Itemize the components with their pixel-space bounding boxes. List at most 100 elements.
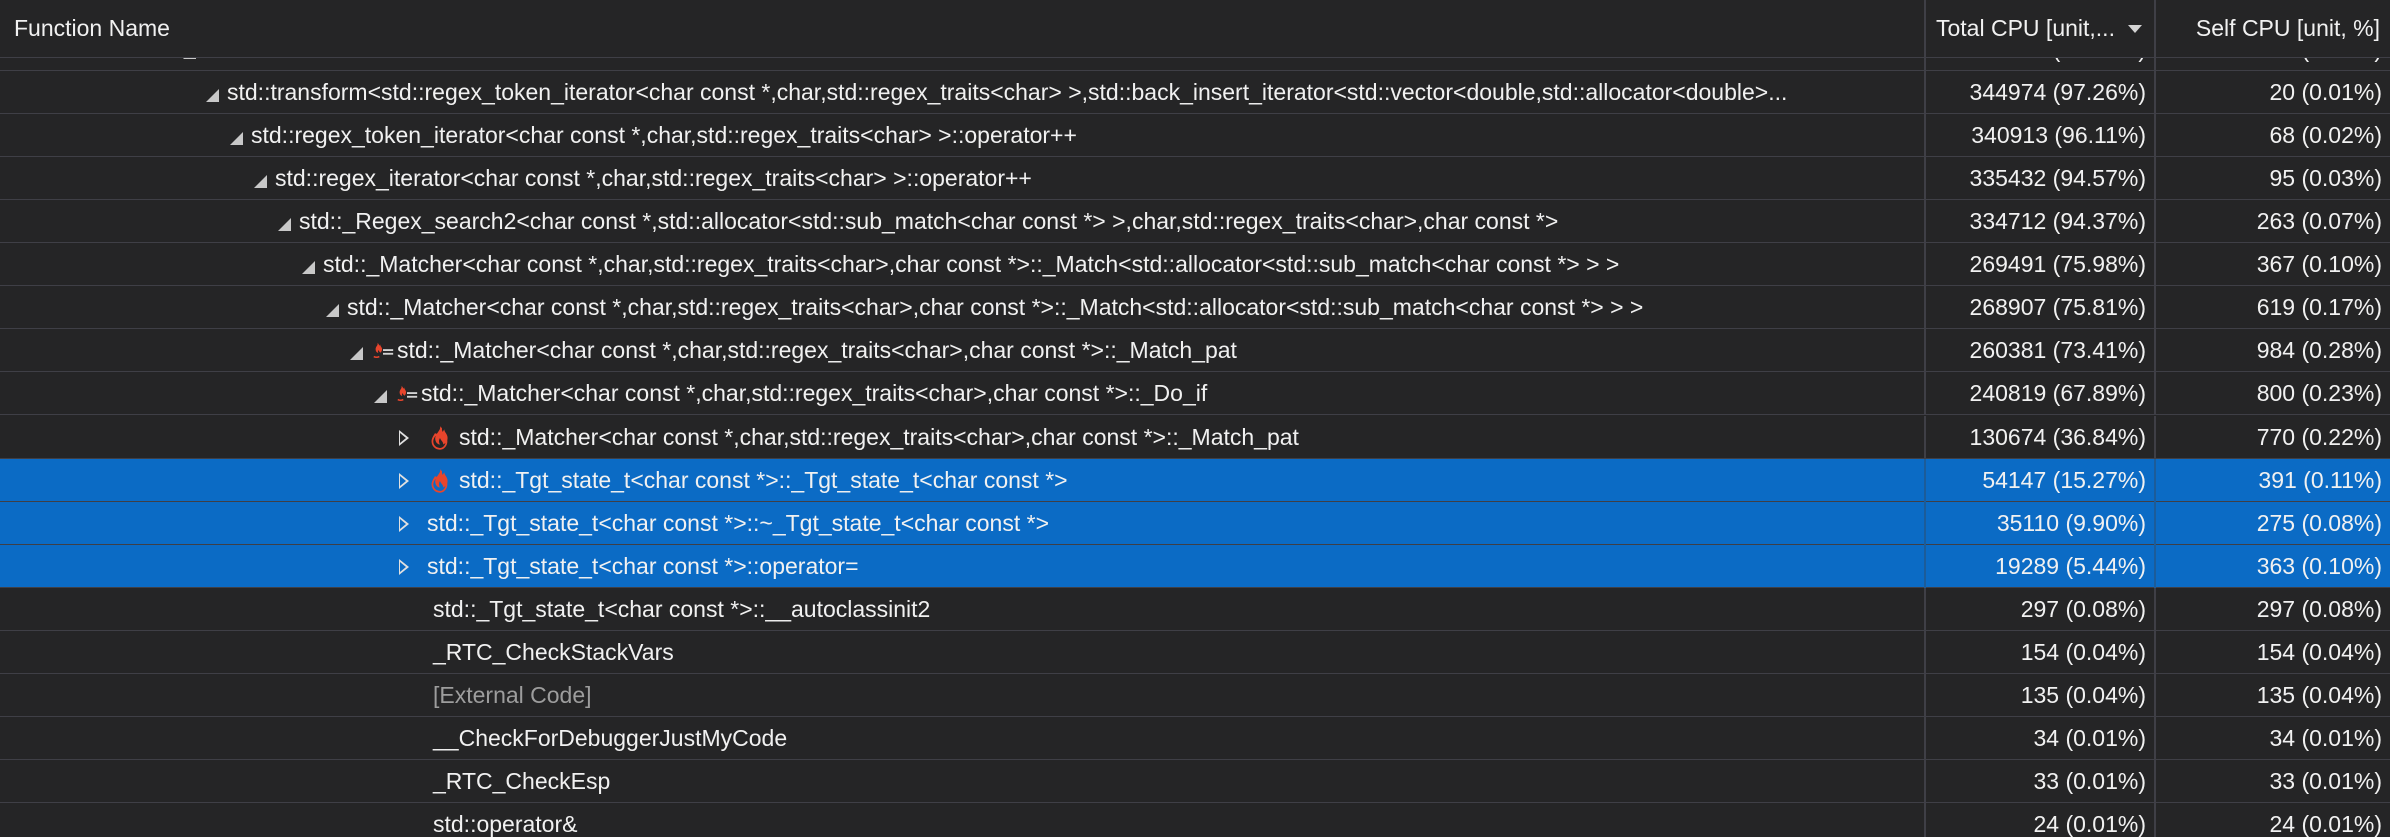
table-row[interactable]: std::_Regex_search2<char const *,std::al…	[0, 200, 2390, 243]
total-cpu-cell: 54147 (15.27%)	[1926, 459, 2156, 502]
function-name-label: std::_Regex_search2<char const *,std::al…	[299, 208, 1559, 234]
self-cpu-cell: 68 (0.02%)	[2269, 122, 2382, 148]
function-name-cell[interactable]: std::_Tgt_state_t<char const *>::~_Tgt_s…	[0, 502, 1926, 545]
hot-path-arrow-icon	[395, 383, 419, 405]
function-name-cell[interactable]: std::regex_token_iterator<char const *,c…	[0, 114, 1926, 157]
total-cpu-cell: 33 (0.01%)	[1926, 760, 2156, 803]
function-name-cell[interactable]: std::_Regex_search2<char const *,std::al…	[0, 200, 1926, 243]
total-cpu-cell: 269491 (75.98%)	[1926, 243, 2156, 286]
function-name-cell[interactable]: std::_Tgt_state_t<char const *>::__autoc…	[0, 588, 1926, 631]
function-name-label: std::regex_token_iterator<char const *,c…	[251, 122, 1077, 148]
expanded-triangle-icon[interactable]	[225, 125, 247, 147]
table-row[interactable]: std::_Matcher<char const *,char,std::reg…	[0, 329, 2390, 372]
column-header-self-cpu[interactable]: Self CPU [unit, %]	[2156, 0, 2390, 57]
total-cpu-cell: 260381 (73.41%)	[1926, 329, 2156, 372]
function-name-cell[interactable]: std::operator&	[0, 803, 1926, 837]
function-name-content: std::operator&	[433, 803, 577, 837]
table-row[interactable]: std::_Tgt_state_t<char const *>::operato…	[0, 545, 2390, 588]
self-cpu-cell: 619 (0.17%)	[2256, 294, 2382, 320]
function-name-cell[interactable]: std::_Matcher<char const *,char,std::reg…	[0, 329, 1926, 372]
total-cpu-cell: 240819 (67.89%)	[1926, 372, 2156, 415]
total-cpu-cell: 34 (0.01%)	[1926, 717, 2156, 760]
function-name-content: [External Code]	[433, 674, 592, 717]
total-cpu-cell: 297 (0.08%)	[1926, 588, 2156, 631]
total-cpu-cell: 334712 (94.37%)	[1926, 200, 2156, 243]
expander-glyph	[325, 304, 339, 317]
column-header-function-name-label: Function Name	[14, 15, 170, 41]
function-name-content: std::_Tgt_state_t<char const *>::~_Tgt_s…	[393, 502, 1049, 545]
expander-glyph	[373, 390, 387, 403]
collapsed-triangle-icon[interactable]	[393, 427, 415, 449]
function-name-cell[interactable]: std::_Tgt_state_t<char const *>::_Tgt_st…	[0, 459, 1926, 502]
function-name-label: std::operator&	[433, 811, 578, 837]
function-name-cell[interactable]: _RTC_CheckEsp	[0, 760, 1926, 803]
function-name-content: std::_Tgt_state_t<char const *>::_Tgt_st…	[393, 459, 1068, 502]
function-name-label: std::_Matcher<char const *,char,std::reg…	[459, 424, 1299, 450]
self-cpu-cell: 391 (0.11%)	[2258, 467, 2382, 493]
self-cpu-cell: 24 (0.01%)	[2269, 811, 2382, 837]
function-name-cell[interactable]: std::_Matcher<char const *,char,std::reg…	[0, 286, 1926, 329]
function-name-label: __CheckForDebuggerJustMyCode	[433, 725, 788, 751]
self-cpu-cell: 135 (0.04%)	[2256, 682, 2382, 708]
call-tree-body: CGArchiveReader::ReadTSVFile353849 (99.7…	[0, 38, 2390, 837]
expanded-triangle-icon[interactable]	[249, 168, 271, 190]
total-cpu-cell: 130674 (36.84%)	[1926, 416, 2156, 459]
function-name-cell[interactable]: std::_Matcher<char const *,char,std::reg…	[0, 372, 1926, 415]
expanded-triangle-icon[interactable]	[321, 297, 343, 319]
self-cpu-cell: 297 (0.08%)	[2256, 596, 2382, 622]
function-name-cell[interactable]: std::regex_iterator<char const *,char,st…	[0, 157, 1926, 200]
function-name-label: [External Code]	[433, 682, 592, 708]
table-row[interactable]: std::operator&24 (0.01%)24 (0.01%)	[0, 803, 2390, 837]
table-row[interactable]: std::regex_iterator<char const *,char,st…	[0, 157, 2390, 200]
self-cpu-cell: 363 (0.10%)	[2256, 553, 2382, 579]
column-header-function-name[interactable]: Function Name	[0, 0, 1926, 57]
self-cpu-cell: 33 (0.01%)	[2269, 768, 2382, 794]
function-name-cell[interactable]: std::_Matcher<char const *,char,std::reg…	[0, 416, 1926, 459]
function-name-label: std::_Tgt_state_t<char const *>::__autoc…	[433, 596, 931, 622]
function-name-label: std::_Tgt_state_t<char const *>::operato…	[427, 553, 859, 579]
column-header-self-cpu-label: Self CPU [unit, %]	[2195, 15, 2380, 41]
expander-glyph	[253, 175, 267, 188]
function-name-content: std::regex_iterator<char const *,char,st…	[249, 157, 1032, 200]
table-row[interactable]: std::_Tgt_state_t<char const *>::__autoc…	[0, 588, 2390, 631]
self-cpu-cell: 367 (0.10%)	[2256, 251, 2382, 277]
table-row[interactable]: std::_Matcher<char const *,char,std::reg…	[0, 416, 2390, 459]
table-row[interactable]: std::transform<std::regex_token_iterator…	[0, 71, 2390, 114]
table-row[interactable]: std::_Matcher<char const *,char,std::reg…	[0, 243, 2390, 286]
self-cpu-cell: 984 (0.28%)	[2256, 337, 2382, 363]
function-name-cell[interactable]: _RTC_CheckStackVars	[0, 631, 1926, 674]
expanded-triangle-icon[interactable]	[345, 340, 367, 362]
expanded-triangle-icon[interactable]	[201, 82, 223, 104]
table-row[interactable]: std::_Matcher<char const *,char,std::reg…	[0, 286, 2390, 329]
table-row[interactable]: std::_Tgt_state_t<char const *>::_Tgt_st…	[0, 459, 2390, 502]
function-name-cell[interactable]: __CheckForDebuggerJustMyCode	[0, 717, 1926, 760]
function-name-cell[interactable]: [External Code]	[0, 674, 1926, 717]
function-name-cell[interactable]: std::transform<std::regex_token_iterator…	[0, 71, 1926, 114]
function-name-content: std::_Matcher<char const *,char,std::reg…	[393, 416, 1299, 459]
function-name-cell[interactable]: std::_Matcher<char const *,char,std::reg…	[0, 243, 1926, 286]
expander-glyph	[399, 558, 409, 575]
function-name-cell[interactable]: std::_Tgt_state_t<char const *>::operato…	[0, 545, 1926, 588]
self-cpu-cell: 770 (0.22%)	[2256, 424, 2382, 450]
expander-glyph	[399, 515, 409, 532]
function-name-content: std::_Matcher<char const *,char,std::reg…	[321, 286, 1643, 329]
table-row[interactable]: [External Code]135 (0.04%)135 (0.04%)	[0, 674, 2390, 717]
collapsed-triangle-icon[interactable]	[393, 513, 415, 535]
expanded-triangle-icon[interactable]	[273, 211, 295, 233]
expanded-triangle-icon[interactable]	[297, 254, 319, 276]
total-cpu-cell: 335432 (94.57%)	[1926, 157, 2156, 200]
function-name-content: _RTC_CheckStackVars	[433, 631, 674, 674]
expander-glyph	[301, 261, 315, 274]
function-name-content: std::_Regex_search2<char const *,std::al…	[273, 200, 1558, 243]
collapsed-triangle-icon[interactable]	[393, 470, 415, 492]
expanded-triangle-icon[interactable]	[369, 383, 391, 405]
flame-icon	[427, 425, 453, 451]
table-row[interactable]: std::regex_token_iterator<char const *,c…	[0, 114, 2390, 157]
table-row[interactable]: std::_Tgt_state_t<char const *>::~_Tgt_s…	[0, 502, 2390, 545]
table-row[interactable]: std::_Matcher<char const *,char,std::reg…	[0, 372, 2390, 415]
column-header-total-cpu[interactable]: Total CPU [unit,...	[1926, 0, 2156, 57]
collapsed-triangle-icon[interactable]	[393, 556, 415, 578]
